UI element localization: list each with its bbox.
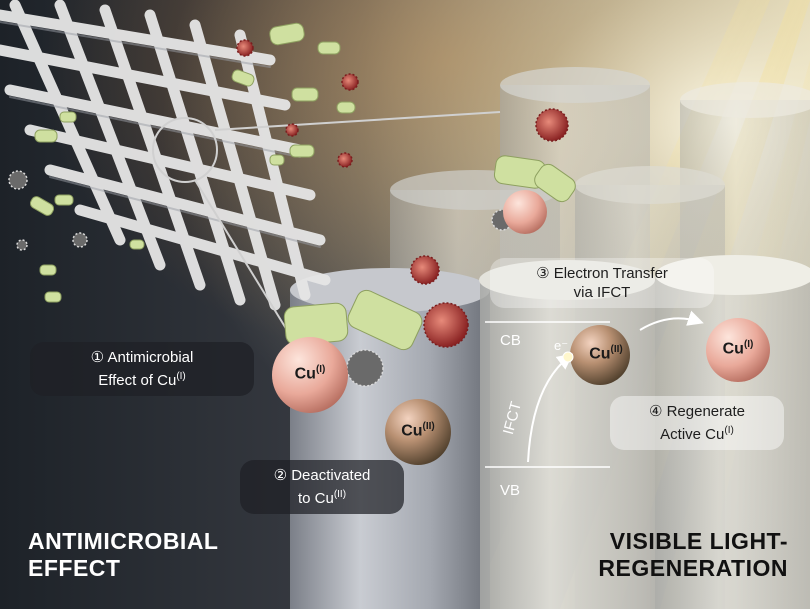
- viruses: [236, 39, 569, 348]
- electron-label: e⁻: [554, 338, 569, 353]
- cu1-sphere-regenerated: [706, 318, 770, 382]
- cu2-label-ifct: Cu(II): [589, 344, 623, 363]
- zoom-line-bottom: [194, 179, 291, 336]
- regeneration-arrow: [639, 310, 704, 331]
- cu1-label-left: Cu(I): [294, 364, 326, 383]
- step3-label: ③ Electron Transfer via IFCT: [490, 258, 714, 308]
- cu-clusters: [29, 22, 356, 303]
- electron-dot: [562, 351, 574, 363]
- zoom-circle: [152, 117, 218, 183]
- zoom-line-top: [214, 111, 501, 131]
- cu2-sphere-ifct: [570, 325, 630, 385]
- step4-label: ④ Regenerate Active Cu(I): [610, 396, 784, 450]
- right-title: VISIBLE LIGHT- REGENERATION: [598, 528, 788, 581]
- cb-label: CB: [500, 332, 521, 349]
- ifct-arrow: [527, 353, 574, 463]
- cu2-sphere-deactivated: [385, 399, 451, 465]
- cu1-sphere-small: [503, 190, 547, 234]
- step2-label: ② Deactivated to Cu(II): [240, 460, 404, 514]
- vb-label: VB: [500, 482, 521, 499]
- cu1-sphere-left: [272, 337, 348, 413]
- cu2-label-deactivated: Cu(II): [401, 421, 435, 440]
- left-title: ANTIMICROBIAL EFFECT: [28, 528, 219, 581]
- cu1-label-regenerated: Cu(I): [722, 339, 754, 358]
- step1-label: ① Antimicrobial Effect of Cu(I): [30, 342, 254, 396]
